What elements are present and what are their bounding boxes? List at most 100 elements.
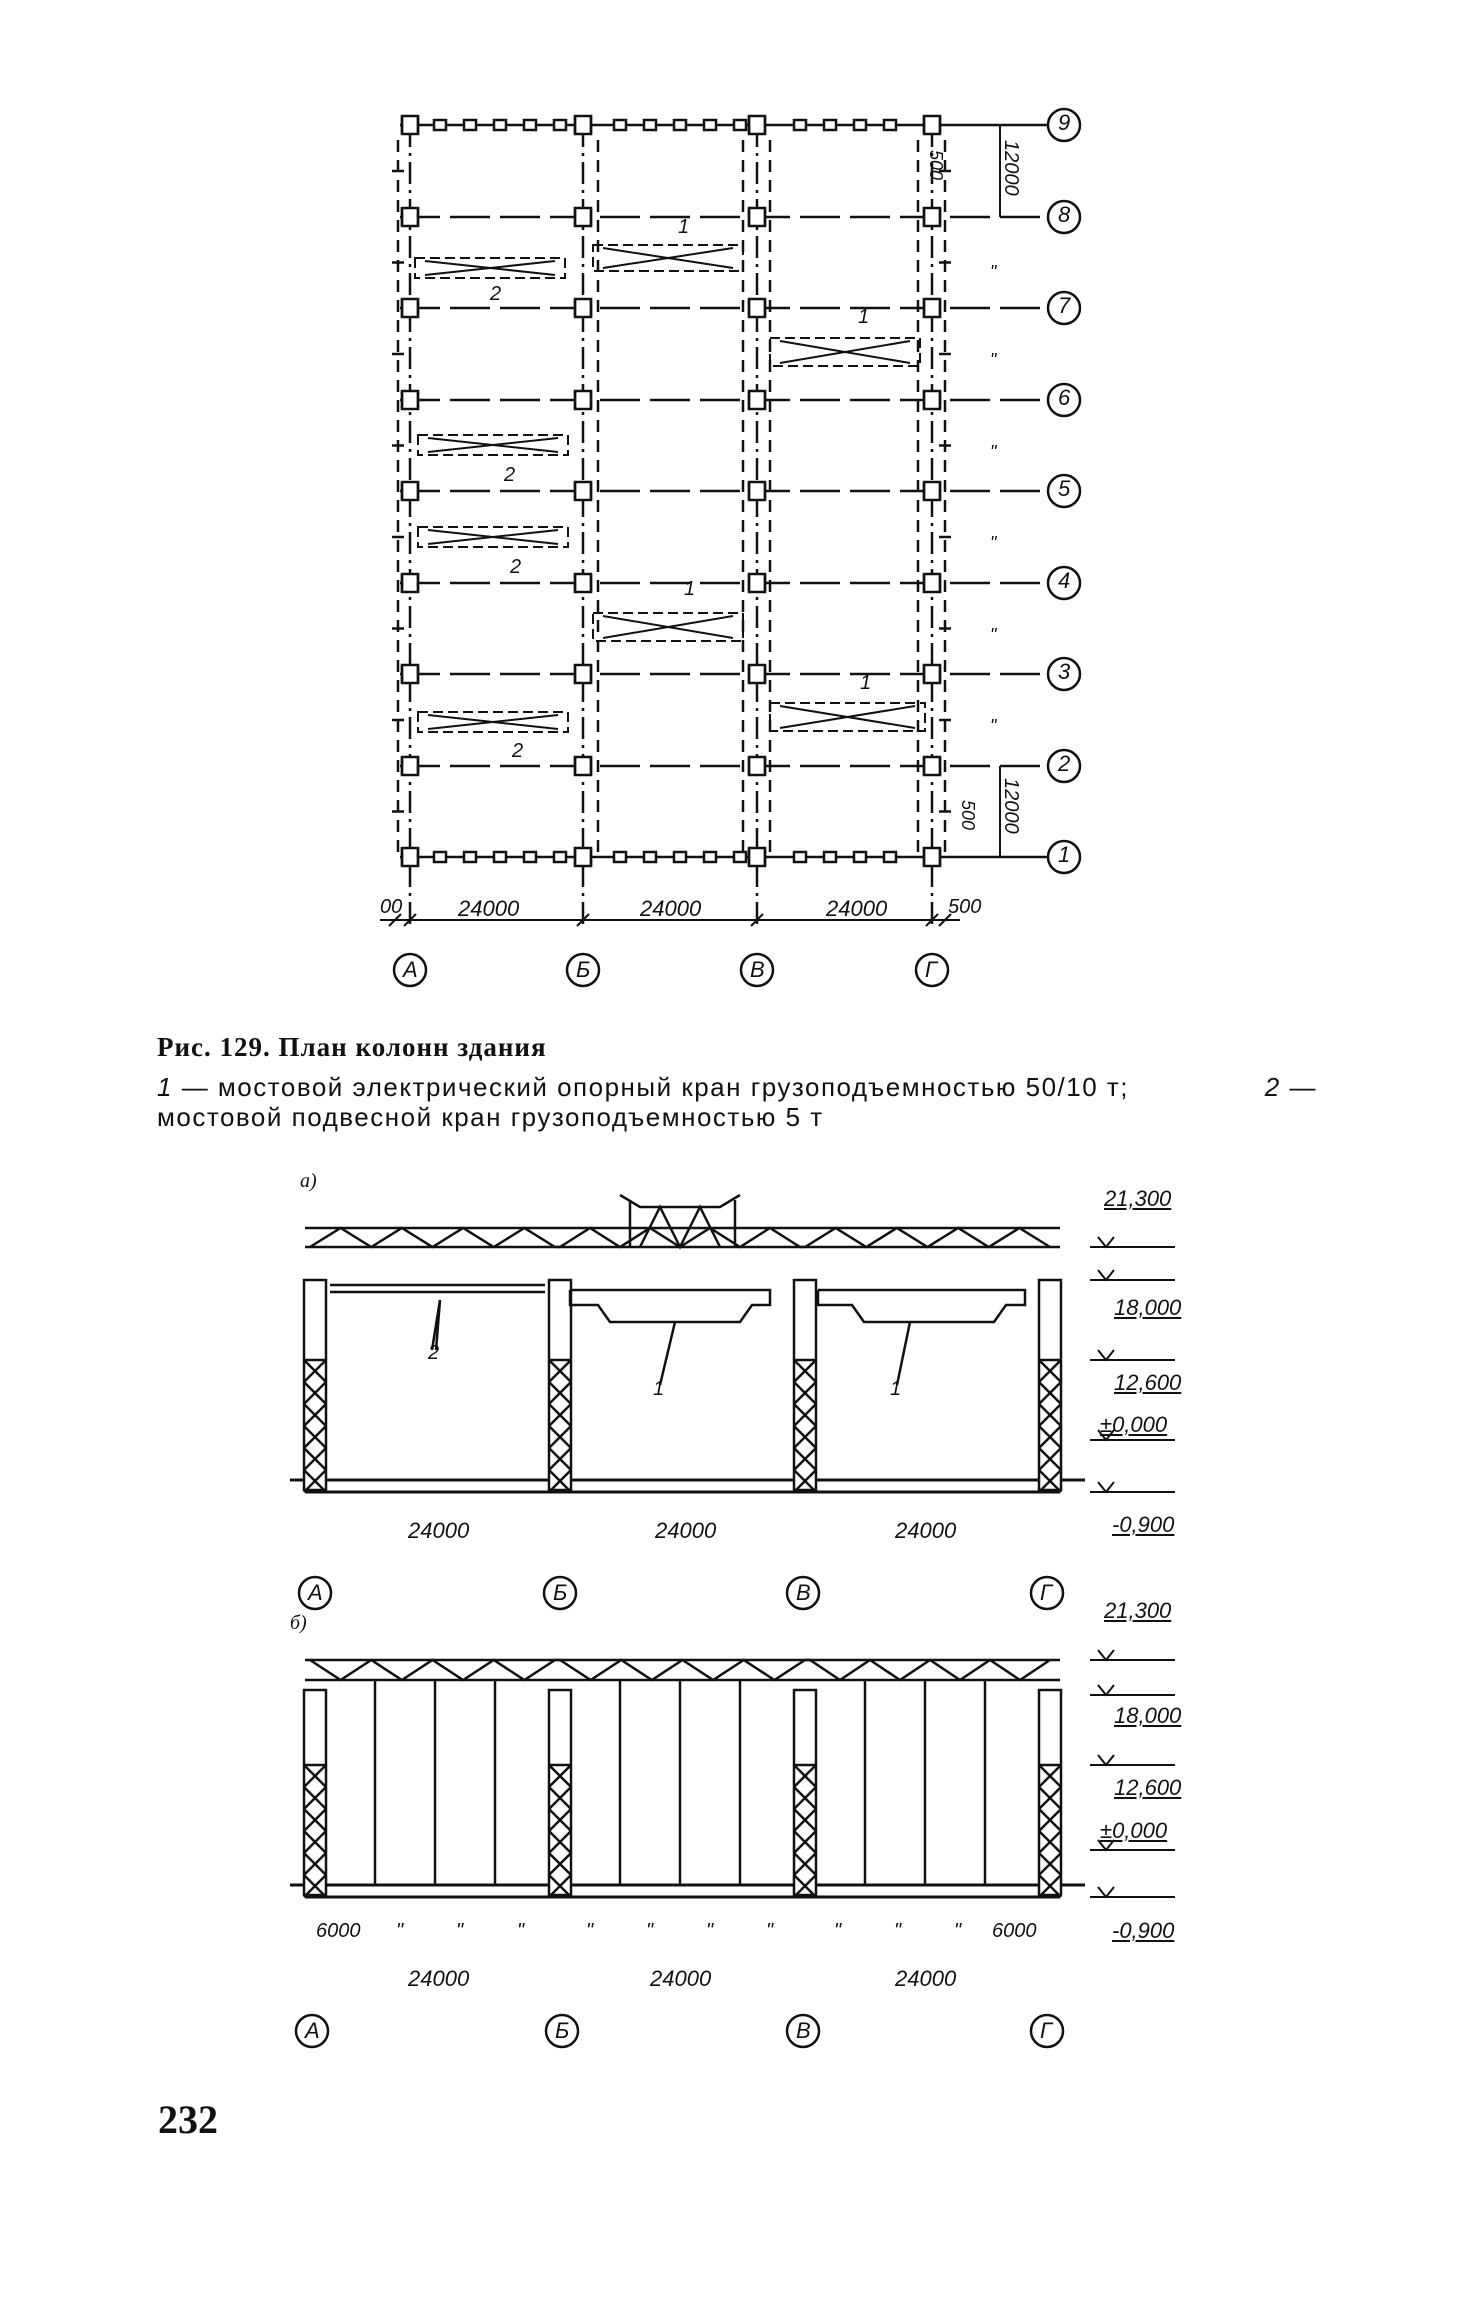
level-mark: 21,300	[1104, 1598, 1172, 1623]
column-symbol	[922, 572, 942, 594]
sub-dim: "	[586, 1920, 594, 1942]
lattice	[793, 1830, 817, 1854]
wall-panel	[522, 118, 538, 132]
crane-brace	[424, 260, 556, 276]
column-symbol	[747, 206, 767, 228]
column-axis-label: А	[308, 1580, 323, 1605]
level-arrow	[1097, 1429, 1115, 1442]
lattice	[793, 1425, 817, 1449]
column-symbol	[922, 297, 942, 319]
lattice	[303, 1447, 327, 1471]
lattice	[548, 1403, 572, 1427]
lattice	[1038, 1425, 1062, 1449]
lattice	[303, 1381, 327, 1405]
page-number: 232	[158, 2097, 218, 2142]
level-arrow	[1097, 1754, 1115, 1767]
column-section	[1037, 1278, 1063, 1492]
lattice	[548, 1786, 572, 1810]
lattice	[1038, 1381, 1062, 1405]
section-a-axis-markers	[297, 1575, 1065, 1611]
column-symbol	[400, 480, 420, 502]
level-arrow	[1097, 1481, 1115, 1494]
lattice	[303, 1874, 327, 1898]
column-section	[302, 1278, 328, 1492]
wall-panel	[462, 118, 478, 132]
section-b-label: б)	[290, 1612, 307, 1634]
dimension-tick	[403, 913, 417, 927]
column-symbol	[922, 206, 942, 228]
sub-dim: 6000	[316, 1920, 361, 1942]
column-symbol	[747, 755, 767, 777]
crane-outline	[769, 337, 921, 367]
wall-panel	[822, 118, 838, 132]
legend-line-2: мостовой подвесной кран грузоподъемность…	[157, 1102, 824, 1132]
section-b-axis-markers	[294, 2013, 1065, 2049]
level-arrow	[1097, 1684, 1115, 1697]
column-axis-label: Г	[1040, 2018, 1052, 2043]
legend-text-1: — мостовой электрический опорный кран гр…	[172, 1072, 1130, 1102]
column-symbol	[747, 572, 767, 594]
sub-dim: "	[456, 1920, 464, 1942]
wall-panel	[852, 118, 868, 132]
column-symbol	[400, 206, 420, 228]
lattice	[548, 1808, 572, 1832]
level-mark: 21,300	[1104, 1186, 1172, 1211]
lattice	[303, 1786, 327, 1810]
column-symbol	[400, 389, 420, 411]
legend-key-1: 1	[157, 1072, 173, 1102]
crane-brace	[427, 714, 559, 730]
lattice	[548, 1469, 572, 1493]
bay-dim: 24000	[408, 1518, 470, 1543]
lattice	[793, 1852, 817, 1876]
lattice	[793, 1874, 817, 1898]
level-mark: -0,900	[1112, 1918, 1175, 1943]
lattice	[1038, 1403, 1062, 1427]
column-symbol	[747, 297, 767, 319]
column-symbol	[747, 480, 767, 502]
lattice	[1038, 1764, 1062, 1788]
bay-dim: 24000	[895, 1966, 957, 1991]
crane-outline	[417, 434, 569, 456]
wall-panel	[672, 850, 688, 864]
wall-panel	[552, 118, 568, 132]
level-mark: ±0,000	[1100, 1412, 1168, 1437]
crane-outline	[417, 711, 569, 733]
column-symbol	[573, 480, 593, 502]
dimension-tick	[925, 913, 939, 927]
wall-panel	[522, 850, 538, 864]
lattice	[793, 1764, 817, 1788]
column-symbol	[922, 114, 942, 136]
lattice	[793, 1469, 817, 1493]
level-arrow	[1097, 1649, 1115, 1662]
lattice	[793, 1381, 817, 1405]
wall-panel	[732, 118, 748, 132]
level-arrow	[1097, 1886, 1115, 1899]
lattice	[303, 1852, 327, 1876]
lattice	[1038, 1469, 1062, 1493]
lattice	[548, 1447, 572, 1471]
column-symbol	[747, 389, 767, 411]
crane-outline	[414, 257, 566, 279]
column-section	[792, 1688, 818, 1897]
sub-dim: "	[766, 1920, 774, 1942]
column-axis-label: В	[796, 2018, 811, 2043]
lattice	[793, 1359, 817, 1383]
sub-dim: "	[396, 1920, 404, 1942]
lattice	[548, 1425, 572, 1449]
column-axis-label: Б	[555, 2018, 570, 2043]
column-symbol	[573, 846, 593, 868]
column-symbol	[747, 663, 767, 685]
wall-panel	[642, 118, 658, 132]
column-section	[547, 1278, 573, 1492]
wall-panel	[672, 118, 688, 132]
lattice	[303, 1830, 327, 1854]
wall-panel	[822, 850, 838, 864]
column-section	[792, 1278, 818, 1492]
wall-panel	[732, 850, 748, 864]
wall-panel	[612, 118, 628, 132]
crane-brace	[602, 615, 734, 639]
column-symbol	[573, 206, 593, 228]
lattice	[793, 1808, 817, 1832]
wall-panel	[492, 118, 508, 132]
wall-panel	[462, 850, 478, 864]
